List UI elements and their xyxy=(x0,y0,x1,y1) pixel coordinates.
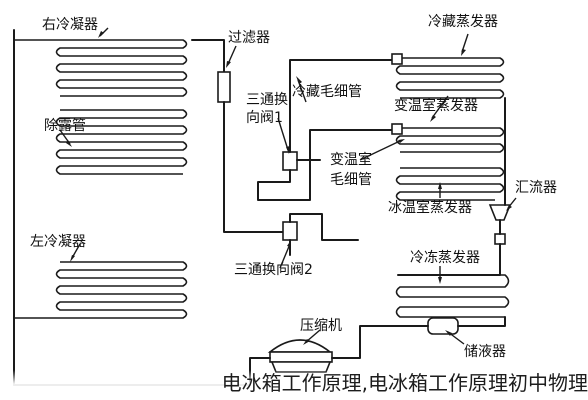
label-valve1-line2: 向阀1 xyxy=(246,110,283,126)
leader-arrows xyxy=(59,27,517,345)
freezer-evaporator-coil xyxy=(395,274,510,318)
label-variable-capillary-line2: 毛细管 xyxy=(330,172,372,188)
collector-outlet xyxy=(494,233,506,245)
label-fridge-capillary: 冷藏毛细管 xyxy=(292,84,362,100)
label-dew-pipe: 除露管 xyxy=(44,118,86,134)
label-freezer-evaporator: 冷冻蒸发器 xyxy=(410,249,480,266)
label-collector: 汇流器 xyxy=(515,180,557,196)
caption-bar: 电冰箱工作原理,电冰箱工作原理初中物理 xyxy=(0,370,588,400)
label-variable-room-evaporator: 变温室蒸发器 xyxy=(394,97,478,114)
ice-room-evaporator-coil xyxy=(395,167,505,201)
label-accumulator: 储液器 xyxy=(464,344,506,360)
right-condenser-coil xyxy=(14,39,188,97)
variable-room-evaporator-coil xyxy=(395,127,505,153)
label-filter: 过滤器 xyxy=(228,30,270,46)
fridge-evaporator-coil xyxy=(395,57,505,99)
accumulator xyxy=(427,317,459,335)
collector xyxy=(488,204,512,221)
label-valve1-line1: 三通换 xyxy=(246,91,288,108)
fridge-capillary-connector xyxy=(391,53,403,65)
variable-capillary-connector xyxy=(391,123,403,135)
label-right-condenser: 右冷凝器 xyxy=(42,17,98,33)
left-condenser-coil xyxy=(14,261,188,319)
three-way-valve-1 xyxy=(282,151,298,171)
label-ice-room-evaporator: 冰温室蒸发器 xyxy=(388,199,472,216)
label-valve2: 三通换向阀2 xyxy=(234,261,313,278)
label-variable-capillary-line1: 变温室 xyxy=(330,151,372,168)
three-way-valve-2 xyxy=(282,221,298,241)
label-left-condenser: 左冷凝器 xyxy=(30,234,86,250)
filter xyxy=(217,71,231,103)
label-fridge-evaporator: 冷藏蒸发器 xyxy=(428,14,498,30)
caption-text: 电冰箱工作原理,电冰箱工作原理初中物理 xyxy=(221,371,588,395)
label-compressor: 压缩机 xyxy=(300,318,342,334)
dew-pipe-coil xyxy=(55,109,188,175)
